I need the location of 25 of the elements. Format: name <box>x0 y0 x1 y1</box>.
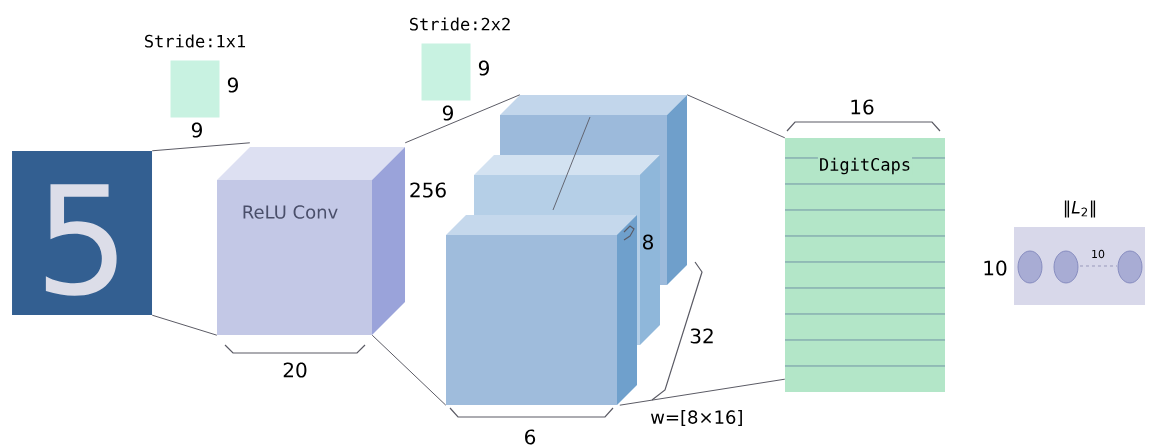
input-image <box>12 151 152 315</box>
projection-line <box>151 314 218 336</box>
projection-line <box>371 334 447 406</box>
stride-label: Stride:1x1 <box>145 34 245 48</box>
capsule-table: DigitCaps <box>784 138 946 392</box>
projection-line <box>686 94 786 139</box>
dimension-label: 32 <box>690 328 713 344</box>
dimension-label: 9 <box>191 122 202 138</box>
projection-line <box>404 94 521 144</box>
projection-line <box>619 378 786 406</box>
layer-label: ReLU Conv <box>243 205 338 219</box>
dimension-label: 9 <box>442 105 453 121</box>
stride-label: Stride:2x2 <box>410 17 510 31</box>
dimension-label: w=[8×16] <box>650 409 742 426</box>
dimension-label: 256 <box>410 182 446 198</box>
projection-line <box>151 142 251 152</box>
dimension-label: 9 <box>478 60 489 76</box>
dimension-label: 8 <box>643 234 653 250</box>
dimension-label: 10 <box>984 260 1007 276</box>
dimension-label: 20 <box>283 362 307 378</box>
dimension-label: 16 <box>851 99 874 115</box>
dimension-label: 10 <box>1092 249 1105 259</box>
norm-label: ‖L$_{2}$‖ <box>1064 200 1096 218</box>
dimension-label: 9 <box>227 77 238 93</box>
digit-label: 5 <box>45 184 117 296</box>
